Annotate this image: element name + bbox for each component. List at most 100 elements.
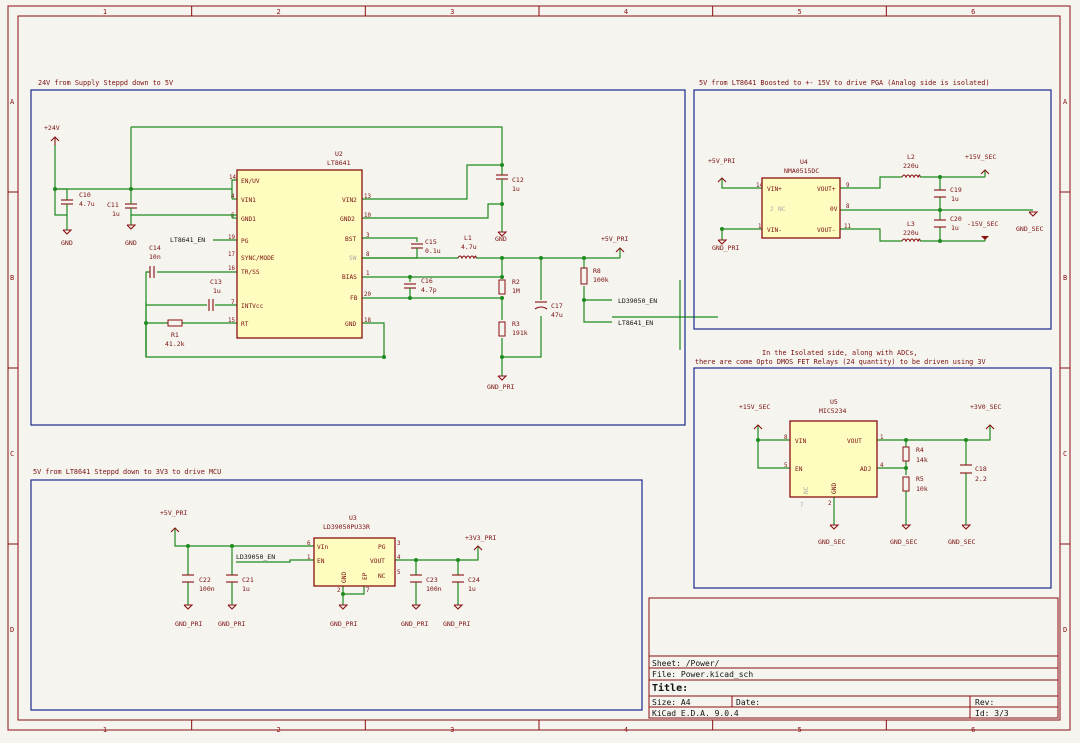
svg-text:L1: L1 [464, 234, 472, 242]
tb-file: File: Power.kicad_sch [652, 670, 753, 679]
u3-pins: VIn EN PG VOUT NC 6 1 3 4 5 GND EP 2 7 [307, 541, 401, 594]
tb-rev: Rev: [975, 698, 994, 707]
svg-text:GND_PRI: GND_PRI [175, 620, 202, 628]
svg-text:2.2: 2.2 [975, 475, 987, 483]
svg-text:16: 16 [228, 266, 235, 272]
tb-kicad: KiCad E.D.A. 9.0.4 [652, 709, 739, 718]
svg-text:220u: 220u [903, 229, 919, 237]
u2-lt8641[interactable] [236, 169, 363, 339]
ruler-col-label: 3 [450, 726, 454, 734]
u3-value: LD39050PU33R [323, 523, 370, 531]
svg-text:14: 14 [229, 175, 236, 181]
svg-text:100k: 100k [593, 276, 609, 284]
svg-text:191k: 191k [512, 329, 528, 337]
svg-text:VOUT+: VOUT+ [817, 186, 836, 193]
passives-3v3 [182, 574, 464, 583]
svg-text:C12: C12 [512, 176, 524, 184]
svg-text:INTVcc: INTVcc [241, 303, 264, 310]
ruler-col-label: 1 [103, 8, 107, 16]
svg-text:NC: NC [803, 486, 810, 494]
title-block: Sheet: /Power/ File: Power.kicad_sch Tit… [648, 597, 1059, 719]
svg-text:1u: 1u [951, 224, 959, 232]
svg-text:BIAS: BIAS [342, 274, 357, 281]
power-symbols-15v: +5V_PRI GND_PRI +15V_SEC -15V_SEC GND_SE… [708, 153, 1043, 252]
svg-text:VIN: VIN [795, 438, 806, 445]
u5-ref: U5 [830, 398, 838, 406]
tb-size: Size: A4 [652, 698, 691, 707]
labels-24v: C10 4.7u C11 1u C12 1u C14 10n C13 1u C1… [79, 176, 609, 348]
svg-text:R1: R1 [171, 331, 179, 339]
ruler-row-label: D [1063, 626, 1067, 634]
svg-text:GND: GND [345, 321, 356, 328]
section-3v0-sec [693, 367, 1052, 589]
svg-text:1u: 1u [112, 210, 120, 218]
svg-text:14: 14 [756, 183, 763, 189]
svg-text:15: 15 [228, 318, 235, 324]
ruler-col-label: 5 [798, 726, 802, 734]
net-ld39050-en-u3: LD39050_EN [236, 553, 275, 561]
svg-text:VIn: VIn [317, 544, 328, 551]
tb-date: Date: [736, 698, 760, 707]
svg-text:1u: 1u [512, 185, 520, 193]
svg-text:+15V_SEC: +15V_SEC [965, 153, 996, 161]
section-24v-to-5v [30, 89, 686, 426]
svg-text:GND: GND [61, 239, 73, 247]
svg-text:1: 1 [307, 555, 311, 561]
svg-text:NC: NC [778, 206, 786, 213]
svg-text:+3V0_SEC: +3V0_SEC [970, 403, 1001, 411]
ruler-col-label: 2 [277, 726, 281, 734]
section-3v3 [30, 479, 643, 711]
net-lt8641-en-right: LT8641_EN [618, 319, 653, 327]
svg-text:-15V_SEC: -15V_SEC [967, 220, 998, 228]
section-note-1: In the Isolated side, along with ADCs, [762, 349, 918, 357]
ruler-row-label: C [10, 450, 14, 458]
svg-text:GND_PRI: GND_PRI [487, 383, 514, 391]
svg-text:4.7p: 4.7p [421, 286, 437, 294]
passives-24v [54, 174, 588, 337]
svg-text:C18: C18 [975, 465, 987, 473]
ruler-row-label: B [1063, 274, 1067, 282]
wires-3v0 [757, 425, 991, 525]
svg-text:4.7u: 4.7u [79, 200, 95, 208]
svg-text:GND_PRI: GND_PRI [330, 620, 357, 628]
svg-text:8: 8 [366, 252, 370, 258]
svg-text:11: 11 [844, 224, 851, 230]
svg-text:FB: FB [350, 295, 358, 302]
svg-text:EN: EN [795, 466, 803, 473]
ruler-col-label: 6 [971, 726, 975, 734]
svg-text:C22: C22 [199, 576, 211, 584]
svg-text:R3: R3 [512, 320, 520, 328]
svg-text:1u: 1u [951, 195, 959, 203]
ruler-col-label: 2 [277, 8, 281, 16]
svg-text:C23: C23 [426, 576, 438, 584]
svg-text:8: 8 [846, 204, 850, 210]
ruler-row-label: C [1063, 450, 1067, 458]
svg-text:VIN1: VIN1 [241, 197, 256, 204]
svg-text:VOUT: VOUT [847, 438, 862, 445]
ruler-row-label: D [10, 626, 14, 634]
svg-text:L3: L3 [907, 220, 915, 228]
svg-text:GND_SEC: GND_SEC [1016, 225, 1043, 233]
svg-text:5: 5 [784, 463, 788, 469]
junctions-3v0 [756, 438, 968, 470]
svg-text:7: 7 [231, 300, 235, 306]
svg-text:0.1u: 0.1u [425, 247, 441, 255]
svg-text:GND: GND [495, 235, 507, 243]
svg-text:GND2: GND2 [340, 216, 355, 223]
svg-text:GND_SEC: GND_SEC [818, 538, 845, 546]
svg-text:C16: C16 [421, 277, 433, 285]
u5-mic5234[interactable] [789, 420, 878, 498]
svg-text:4.7u: 4.7u [461, 243, 477, 251]
svg-text:C14: C14 [149, 244, 161, 252]
labels-15v: L2 220u C19 1u L3 220u C20 1u [903, 153, 962, 237]
junctions-24v [53, 163, 586, 359]
svg-text:+3V3_PRI: +3V3_PRI [465, 534, 496, 542]
u4-nma0515dc[interactable] [761, 177, 841, 239]
svg-text:GND_PRI: GND_PRI [443, 620, 470, 628]
u3-ld39050[interactable] [313, 537, 396, 587]
svg-text:GND1: GND1 [241, 216, 256, 223]
ruler-row-label: A [10, 98, 15, 106]
svg-text:C10: C10 [79, 191, 91, 199]
svg-text:L2: L2 [907, 153, 915, 161]
